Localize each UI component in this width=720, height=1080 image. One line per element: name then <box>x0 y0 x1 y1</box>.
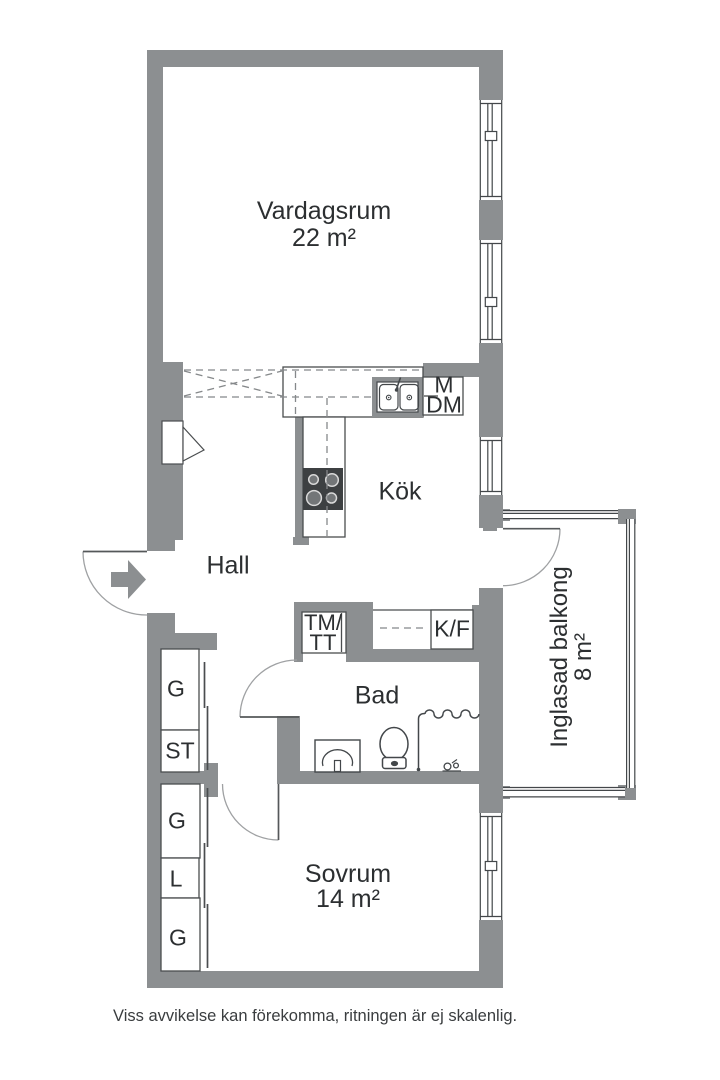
closet-label-st: ST <box>165 737 195 764</box>
closet-label-l: L <box>169 865 183 892</box>
closet-label-g3: G <box>169 924 187 951</box>
cleaning-closet-label: ST <box>165 737 195 764</box>
balcony-glazing <box>503 510 636 798</box>
room-name-hall: Hall <box>206 551 250 580</box>
door-balcony <box>502 527 561 587</box>
room-label-hall: Hall <box>206 551 250 580</box>
closet-label-g2: G <box>168 807 186 834</box>
wardrobe-label: G <box>167 675 185 702</box>
closets <box>160 648 209 972</box>
microwave-label: M <box>434 371 454 398</box>
closet-sliding-doors <box>203 662 209 968</box>
bathroom-fixtures <box>314 709 480 773</box>
toilet <box>379 726 409 770</box>
room-label-kitchen: Kök <box>378 477 422 506</box>
fridge-freezer-label: K/F <box>434 615 470 642</box>
room-name-living: Vardagsrum <box>256 197 392 225</box>
walls <box>147 50 636 988</box>
door-entrance <box>82 550 148 616</box>
closet-label-g1: G <box>167 675 185 702</box>
door-bedroom <box>221 783 280 841</box>
room-name-kitchen: Kök <box>378 477 422 506</box>
room-name-bedroom: Sovrum <box>304 860 392 888</box>
windows <box>479 100 503 920</box>
appliance-label-m-dm: M DM <box>426 371 462 417</box>
wardrobe-label: G <box>168 807 186 834</box>
wardrobe-label: G <box>169 924 187 951</box>
window-bedroom <box>479 813 503 920</box>
room-name-bath: Bad <box>354 681 400 710</box>
dryer-label: TT <box>309 630 337 655</box>
bathroom-sink <box>314 739 361 773</box>
window-living-2 <box>479 240 503 343</box>
room-area-balcony: 8 m² <box>570 633 597 682</box>
window-kitchen <box>479 437 503 495</box>
window-living-1 <box>479 100 503 200</box>
room-label-living: Vardagsrum 22 m² <box>257 198 391 252</box>
shower <box>416 709 480 772</box>
door-bathroom <box>239 659 299 718</box>
room-label-balcony: Inglasad balkong 8 m² <box>546 566 597 748</box>
entrance-arrow-icon <box>111 560 146 599</box>
washer-label: TM/ <box>304 610 342 635</box>
dishwasher-label: DM <box>426 391 462 417</box>
kitchen-sink <box>372 377 423 417</box>
room-label-bath: Bad <box>354 681 400 710</box>
appliance-boxes <box>301 376 474 654</box>
dashed-lines <box>183 369 428 629</box>
doors <box>82 527 561 841</box>
stove <box>303 468 343 510</box>
disclaimer-text: Viss avvikelse kan förekomma, ritningen … <box>113 1007 518 1025</box>
room-label-bedroom: Sovrum 14 m² <box>305 862 391 912</box>
appliance-label-kf: K/F <box>434 615 470 642</box>
linen-closet-label: L <box>169 865 183 892</box>
appliance-label-tm-tt: TM/ TT <box>304 610 342 655</box>
room-name-balcony: Inglasad balkong <box>546 566 573 748</box>
wall-hatch <box>161 420 205 465</box>
room-area-bedroom: 14 m² <box>316 885 380 913</box>
room-area-living: 22 m² <box>292 224 356 252</box>
